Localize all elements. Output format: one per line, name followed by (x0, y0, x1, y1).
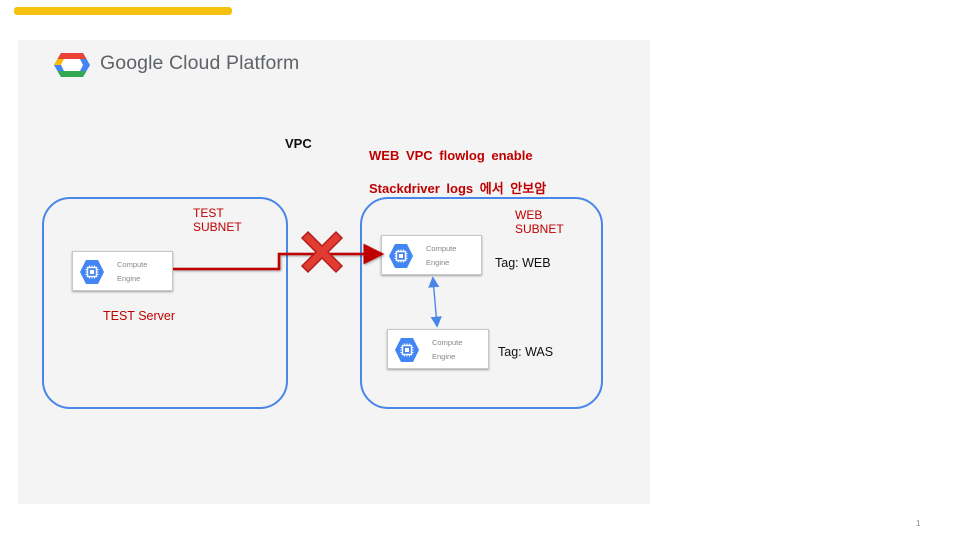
web-subnet-label: WEB SUBNET (515, 208, 564, 236)
test-subnet-label: TEST SUBNET (193, 206, 242, 234)
compute-engine-test[interactable]: Compute Engine (72, 251, 173, 291)
web-subnet-box (360, 197, 603, 409)
vpc-label: VPC (285, 136, 312, 151)
compute-engine-label: Compute Engine (432, 338, 463, 361)
compute-engine-icon (395, 338, 419, 362)
compute-engine-web[interactable]: Compute Engine (381, 235, 482, 275)
compute-engine-label: Compute Engine (426, 244, 457, 267)
blocked-x-icon (300, 230, 344, 274)
tag-web: Tag: WEB (495, 256, 551, 270)
page-number: 1 (916, 519, 921, 528)
gcp-logo-icon (54, 53, 90, 77)
test-server-label: TEST Server (103, 309, 176, 323)
compute-engine-label: Compute Engine (117, 260, 148, 283)
compute-engine-icon (389, 244, 413, 268)
compute-engine-was[interactable]: Compute Engine (387, 329, 489, 369)
double-arrow-icon (428, 276, 442, 328)
note-stackdriver: Stackdriver logs 에서 안보암 (369, 181, 547, 196)
blocked-connection (173, 243, 385, 271)
accent-bar (14, 7, 232, 15)
tag-was: Tag: WAS (498, 345, 554, 359)
logo-text: Google Cloud Platform (100, 52, 300, 74)
test-subnet-box (42, 197, 288, 409)
compute-engine-icon (80, 260, 104, 284)
note-flowlog: WEB VPC flowlog enable (369, 148, 533, 163)
